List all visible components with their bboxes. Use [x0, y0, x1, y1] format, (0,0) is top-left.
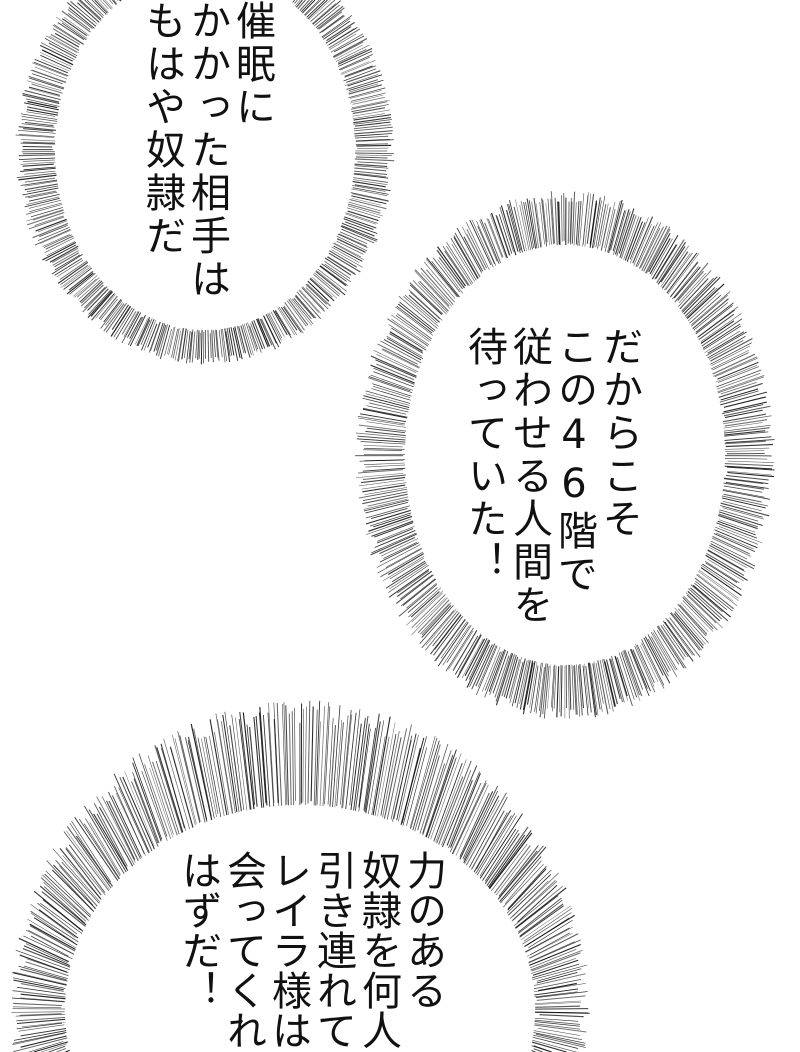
bubble-3-line-6: はずだ！	[175, 850, 221, 1010]
bubble-3-line-5: 会ってくれ	[220, 850, 266, 1050]
bubble-1-line-2: かかった相手は	[184, 0, 230, 301]
bubble-1-interior	[55, 0, 355, 330]
speech-bubble-1: 催眠に かかった相手は もはや奴隷だ	[139, 0, 275, 301]
speech-bubble-2: だからこそ この46階で 従わせる人間を 待っていた！	[461, 326, 642, 627]
bubble-1-line-3: もはや奴隷だ	[139, 0, 185, 258]
bubble-2-line-2: この46階で	[551, 326, 597, 596]
bubble-2-interior	[405, 245, 725, 665]
bubble-3-line-4: レイラ様は	[265, 850, 311, 1050]
bubble-3-line-1: 力のある	[400, 850, 446, 1010]
bubble-3-line-2: 奴隷を何人	[355, 850, 401, 1050]
bubble-2-spikes	[355, 191, 775, 719]
bubble-2-line-3: 従わせる人間を	[506, 326, 552, 627]
bubble-2-line-4: 待っていた！	[461, 326, 507, 584]
bubble-2-line-1: だからこそ	[596, 326, 642, 541]
bubble-3-interior	[65, 805, 535, 1052]
bubble-1-line-1: 催眠に	[229, 0, 275, 129]
bubble-1-spikes	[15, 0, 395, 365]
bubble-3-spikes	[11, 700, 590, 1052]
bubble-3-line-3: 引き連れて	[310, 850, 356, 1050]
speech-bubble-3: 力のある 奴隷を何人 引き連れて レイラ様は 会ってくれ はずだ！	[175, 850, 446, 1050]
